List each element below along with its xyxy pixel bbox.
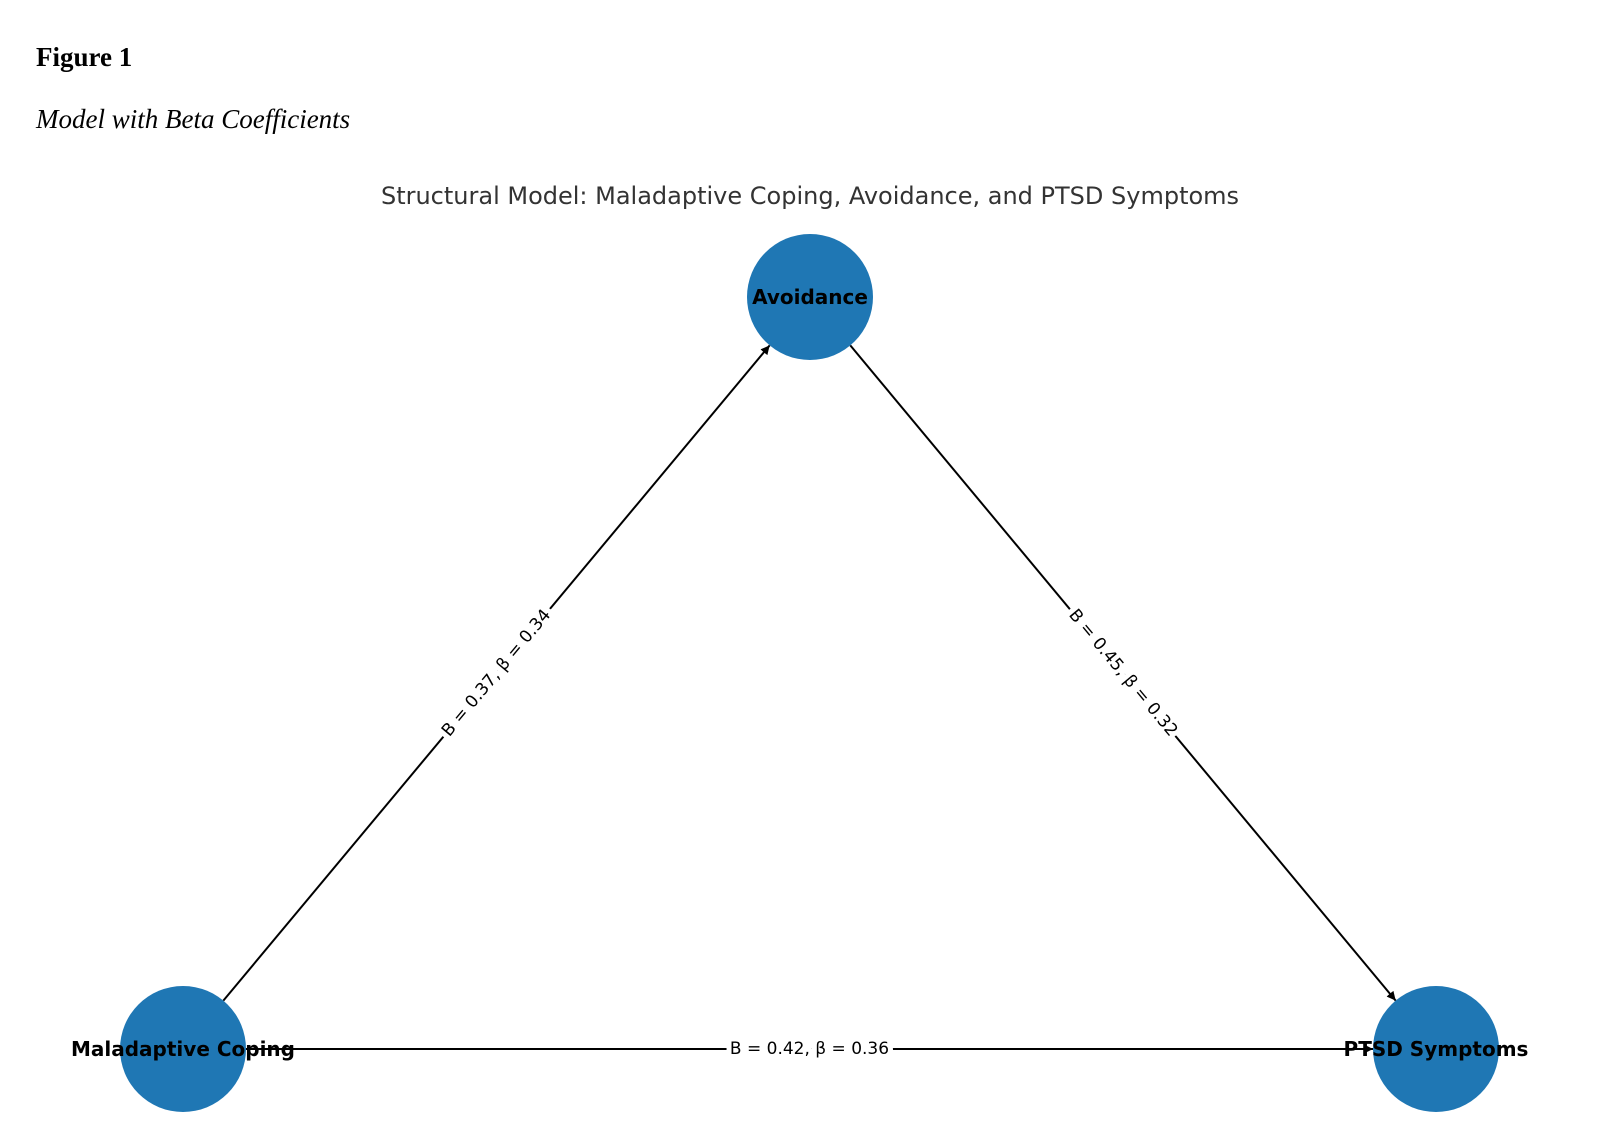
node-label-avoidance: Avoidance (752, 285, 868, 309)
node-avoidance (747, 234, 873, 360)
edge-label: B = 0.37, β = 0.34 (438, 605, 555, 740)
diagram-title: Structural Model: Maladaptive Coping, Av… (381, 182, 1239, 210)
node-label-ptsd: PTSD Symptoms (1344, 1037, 1529, 1061)
edge-label: B = 0.42, β = 0.36 (730, 1039, 889, 1059)
node-label-coping: Maladaptive Coping (71, 1037, 295, 1061)
node-ptsd (1373, 986, 1499, 1112)
edge-coping-to-avoidance (222, 344, 771, 1002)
edge-avoidance-to-ptsd (849, 344, 1397, 1002)
figure-caption: Model with Beta Coefficients (36, 104, 351, 134)
node-coping (120, 986, 246, 1112)
figure-label: Figure 1 (36, 42, 133, 72)
edge-label: B = 0.45, β = 0.32 (1064, 605, 1181, 740)
